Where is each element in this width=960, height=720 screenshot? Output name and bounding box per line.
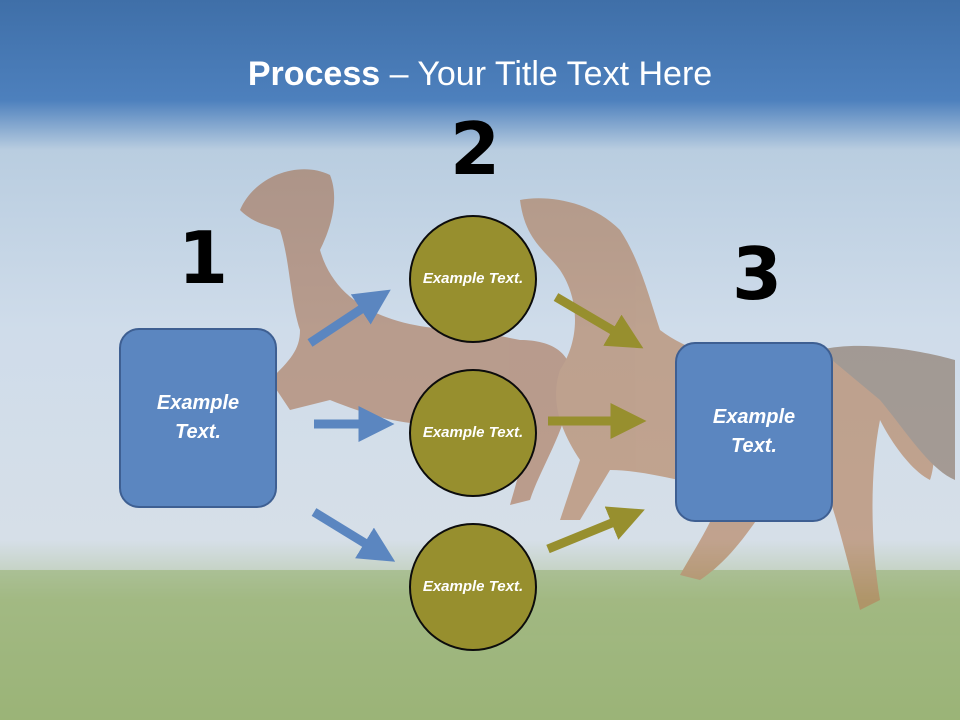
- step-number-2: 2: [450, 107, 501, 191]
- title-rest: – Your Title Text Here: [380, 55, 713, 93]
- arrow-bottom-to-right: [546, 506, 645, 554]
- arrow-top-to-right: [553, 293, 644, 349]
- title-bold: Process: [247, 55, 381, 93]
- process-circle-top: Example Text.: [409, 215, 537, 343]
- arrow-left-to-bottom: [311, 508, 396, 562]
- slide-title: Process – Your Title Text Here: [0, 55, 960, 94]
- step-number-1: 1: [178, 216, 229, 300]
- left-process-box: Example Text.: [119, 328, 277, 508]
- circle-top-text: Example Text.: [422, 269, 524, 287]
- process-circle-middle: Example Text.: [409, 369, 537, 497]
- right-box-text: Example Text.: [712, 406, 796, 457]
- right-process-box: Example Text.: [675, 342, 833, 522]
- process-circle-bottom: Example Text.: [409, 523, 537, 651]
- circle-middle-text: Example Text.: [422, 423, 524, 441]
- arrow-left-to-top: [307, 289, 391, 347]
- circle-bottom-text: Example Text.: [422, 577, 524, 595]
- step-number-3: 3: [732, 232, 783, 316]
- left-box-text: Example Text.: [156, 392, 240, 443]
